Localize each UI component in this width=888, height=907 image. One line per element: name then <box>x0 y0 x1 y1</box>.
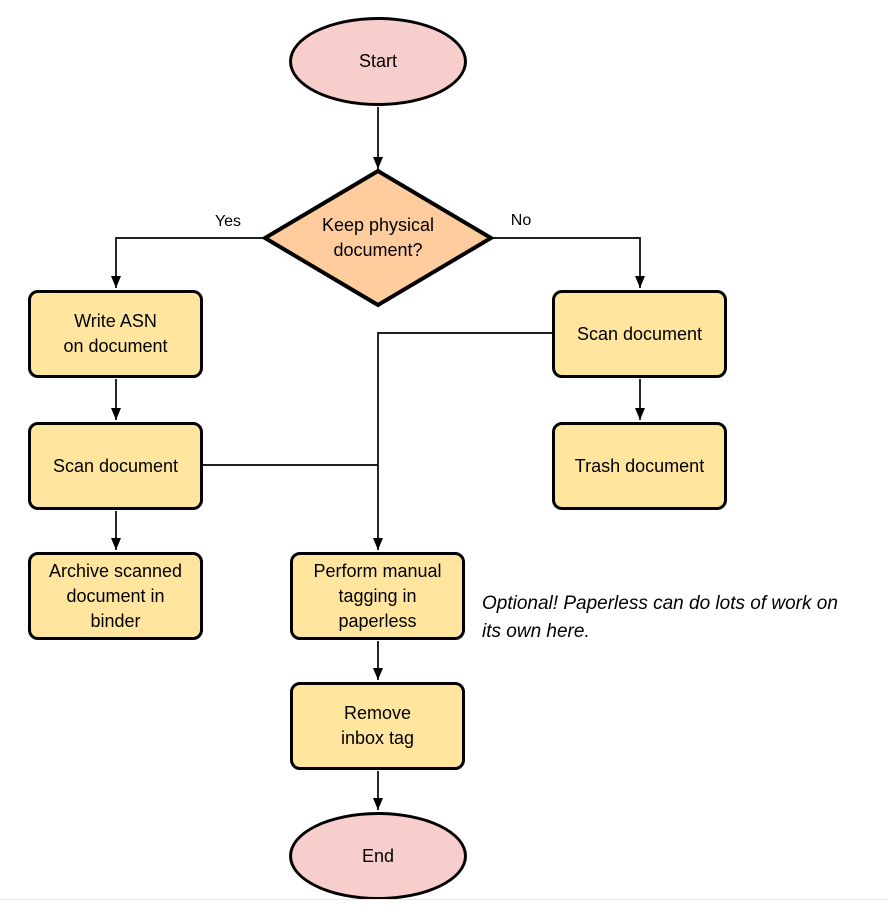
node-archive-binder: Archive scanned document in binder <box>28 552 203 640</box>
node-manual-tagging: Perform manual tagging in paperless <box>290 552 465 640</box>
node-start: Start <box>289 17 467 106</box>
edge-label-yes: Yes <box>212 213 244 231</box>
node-end: End <box>289 812 467 900</box>
node-decision-label: Keep physical document? <box>321 215 435 260</box>
node-trash-document-label: Trash document <box>574 455 705 476</box>
edge-decision-no-to-scan-right <box>490 237 645 288</box>
node-remove-inbox-tag-label: Remove inbox tag <box>340 703 415 748</box>
node-scan-document-left-label: Scan document <box>52 455 179 476</box>
node-scan-document-right-label: Scan document <box>576 323 703 344</box>
optional-annotation-text: Optional! Paperless can do lots of work … <box>482 593 838 642</box>
node-archive-binder-label: Archive scanned document in binder <box>48 560 183 631</box>
node-start-label: Start <box>358 51 397 71</box>
decision-diamond-shape <box>261 168 495 308</box>
edge-label-no: No <box>508 212 534 230</box>
node-remove-inbox-tag: Remove inbox tag <box>290 682 465 770</box>
edge-decision-yes-to-write-asn <box>111 237 266 288</box>
edge-scan-right-to-tagging <box>373 332 552 550</box>
node-scan-document-right: Scan document <box>552 290 727 378</box>
node-trash-document: Trash document <box>552 422 727 510</box>
node-write-asn: Write ASN on document <box>28 290 203 378</box>
node-write-asn-label: Write ASN on document <box>63 311 168 356</box>
node-manual-tagging-label: Perform manual tagging in paperless <box>313 560 442 631</box>
node-scan-document-left: Scan document <box>28 422 203 510</box>
node-decision: Keep physical document? <box>278 208 478 268</box>
bottom-divider-line <box>0 899 888 900</box>
node-end-label: End <box>361 845 395 866</box>
